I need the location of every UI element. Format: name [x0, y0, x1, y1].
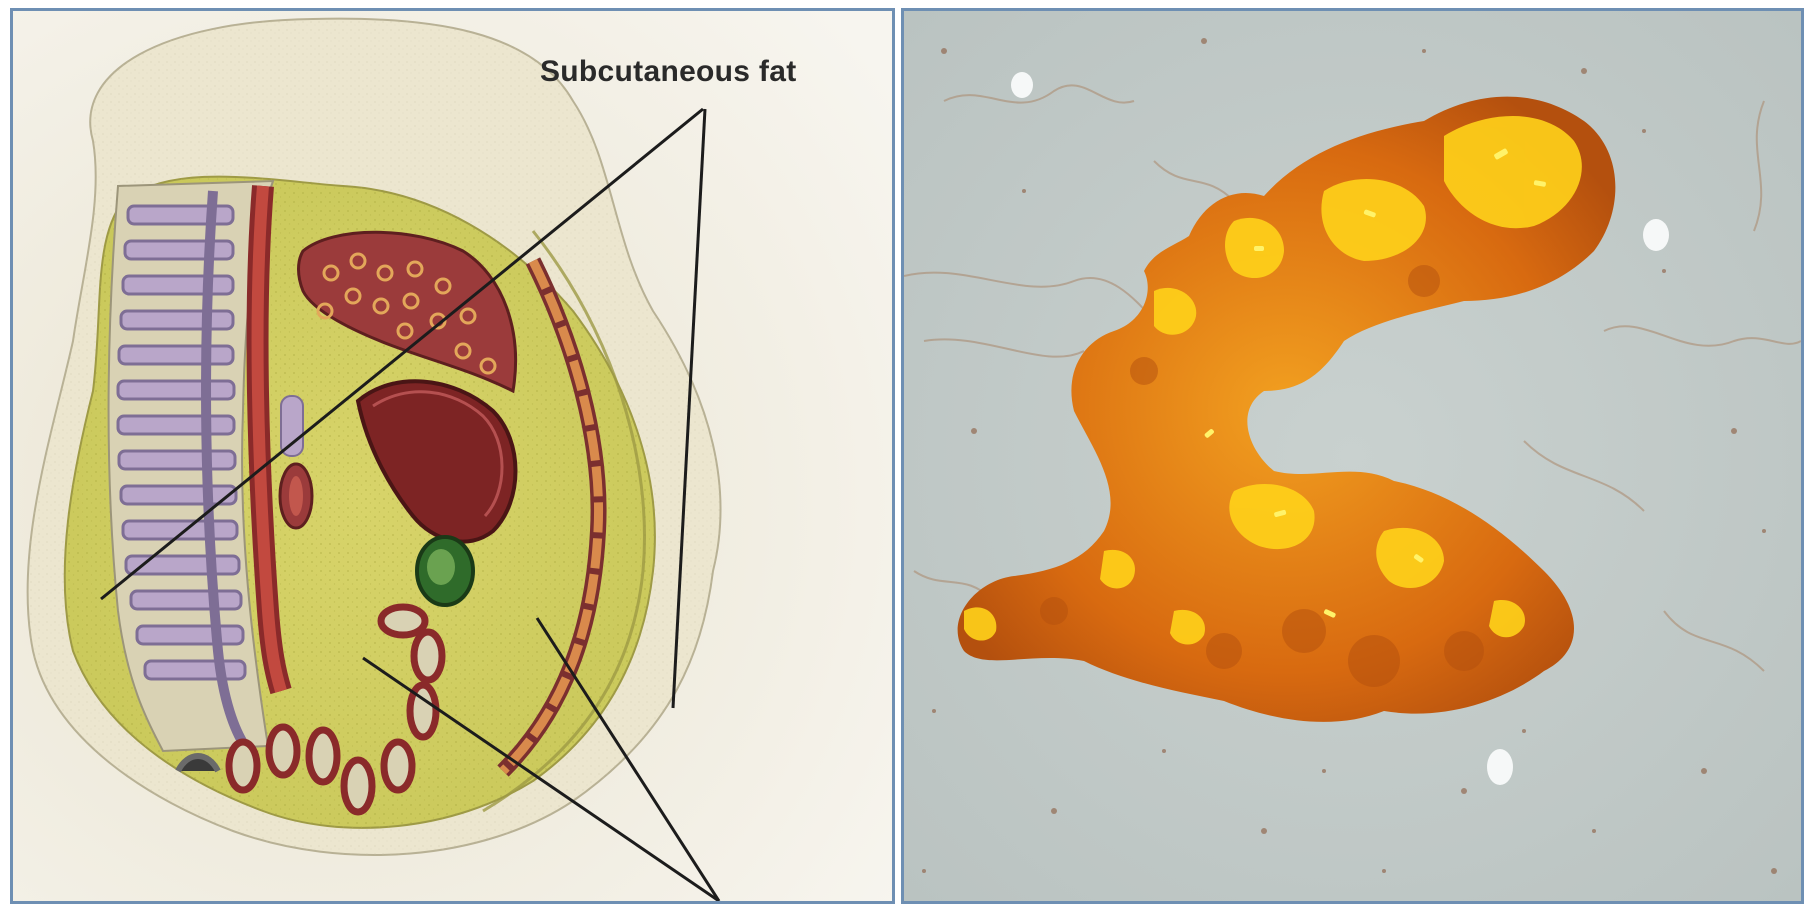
micrograph-panel — [901, 8, 1804, 904]
anatomy-illustration-panel: Subcutaneous fat — [10, 8, 895, 904]
adrenal-structure — [281, 396, 303, 456]
stained-tissue-micrograph — [904, 11, 1801, 901]
anatomy-illustration — [13, 11, 892, 901]
vertebral-canal — [178, 756, 218, 771]
subcutaneous-fat-label: Subcutaneous fat — [540, 55, 797, 89]
